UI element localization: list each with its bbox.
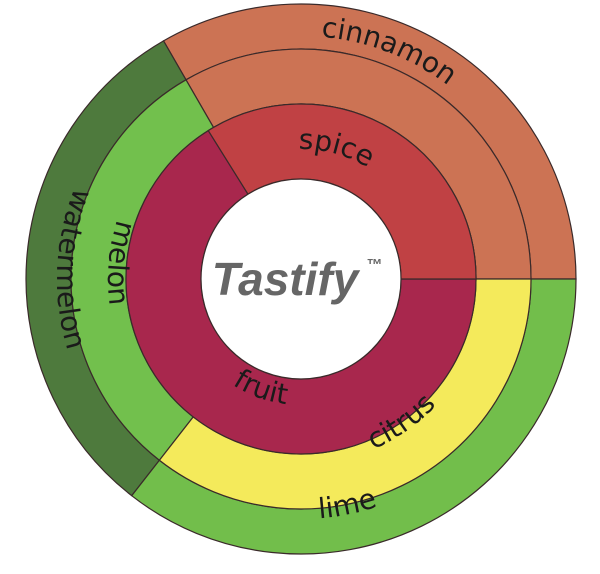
- trademark-symbol: ™: [366, 257, 382, 274]
- brand-title: Tastify: [212, 253, 361, 305]
- center-hole: [200, 178, 402, 380]
- center-logo: Tastify ™: [200, 178, 402, 380]
- segments-layer: [25, 3, 577, 555]
